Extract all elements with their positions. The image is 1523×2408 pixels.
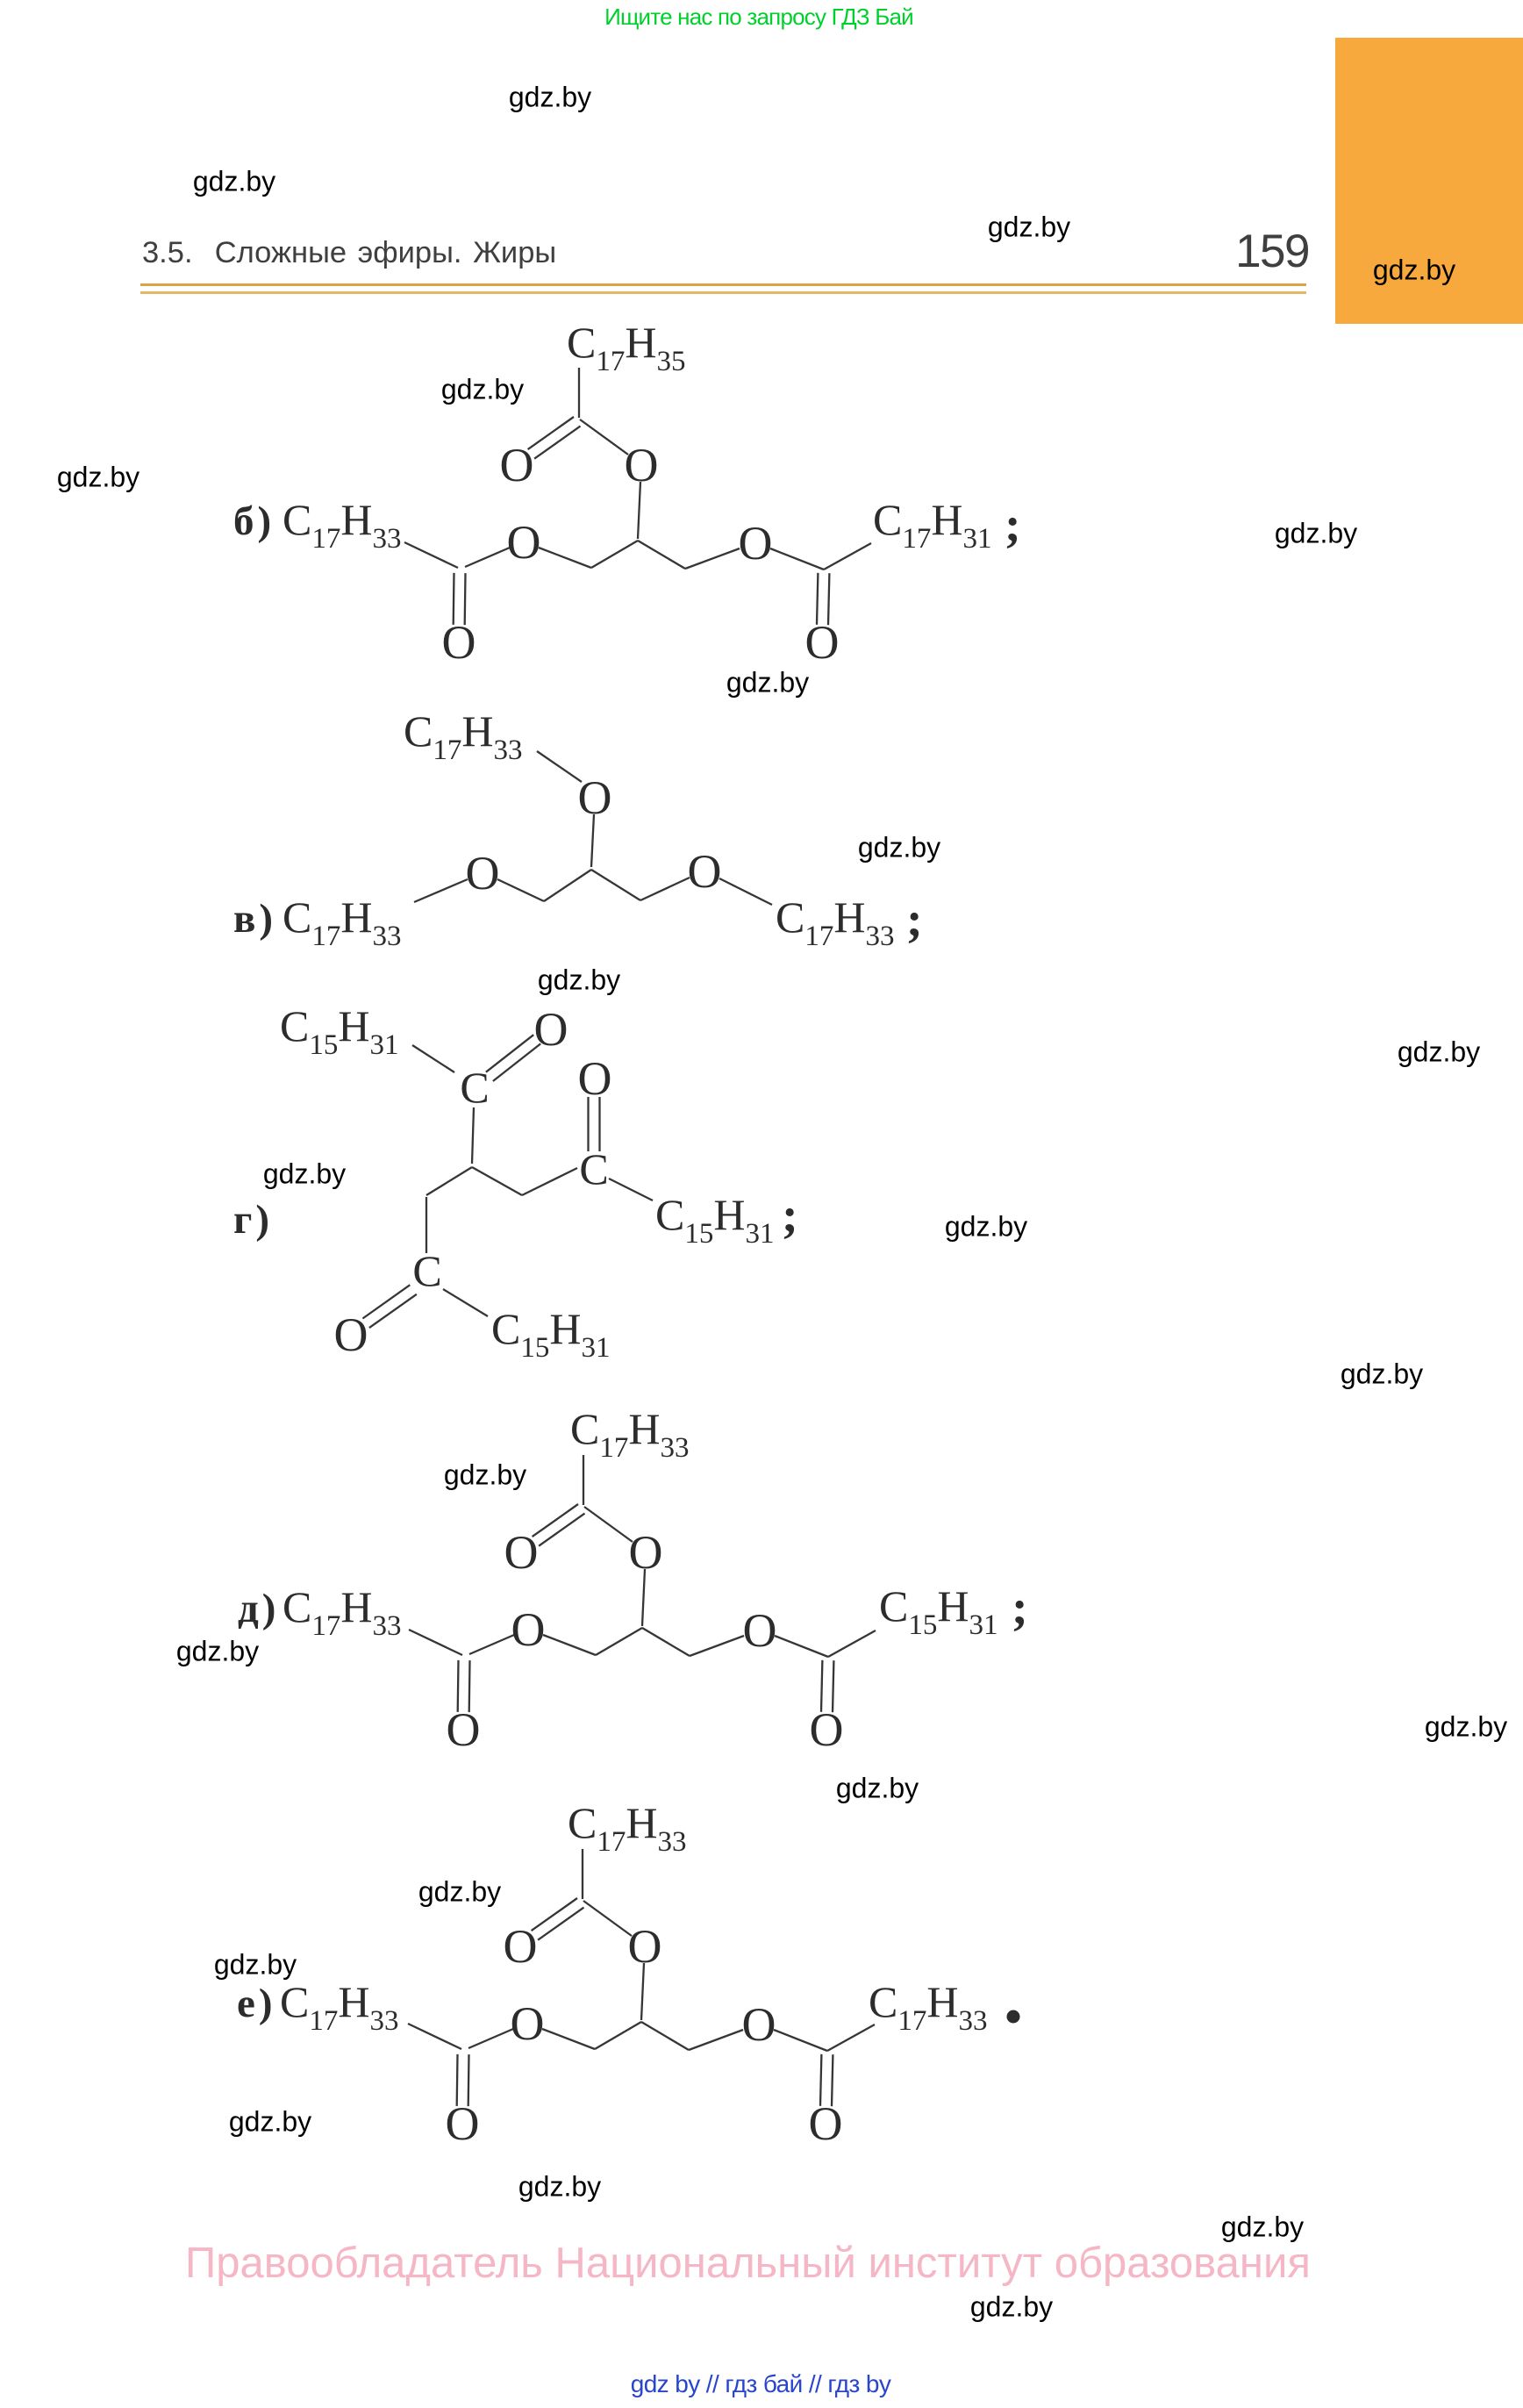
- svg-text:O: O: [334, 1308, 368, 1361]
- svg-text:б): б): [233, 498, 275, 544]
- svg-text:д): д): [238, 1586, 279, 1631]
- svg-text:C: C: [460, 1063, 489, 1112]
- svg-text:O: O: [578, 771, 612, 824]
- svg-text:O: O: [466, 847, 500, 899]
- svg-text:C17​H31​: C17​H31​: [873, 495, 991, 555]
- svg-text:C17​H33​: C17​H33​: [282, 892, 401, 952]
- svg-text:C: C: [579, 1144, 608, 1193]
- svg-text:O: O: [534, 1003, 568, 1056]
- svg-text:;: ;: [1012, 1580, 1028, 1635]
- svg-text:C15​H31​: C15​H31​: [491, 1304, 610, 1364]
- svg-text:O: O: [810, 1703, 844, 1756]
- svg-text:;: ;: [782, 1188, 798, 1243]
- svg-text:O: O: [500, 439, 534, 491]
- svg-text:O: O: [442, 616, 476, 669]
- svg-text:O: O: [739, 517, 773, 570]
- svg-text:O: O: [743, 1604, 777, 1657]
- svg-text:O: O: [578, 1052, 612, 1105]
- svg-text:;: ;: [1005, 498, 1021, 552]
- svg-text:O: O: [805, 616, 840, 669]
- svg-text:C17​H33​: C17​H33​: [570, 1404, 689, 1464]
- svg-text:O: O: [507, 516, 541, 569]
- svg-text:O: O: [511, 1997, 545, 2050]
- svg-text:O: O: [446, 2097, 480, 2150]
- svg-text:;: ;: [906, 892, 923, 947]
- svg-text:O: O: [504, 1920, 538, 1973]
- svg-text:C15​H31​: C15​H31​: [655, 1190, 774, 1250]
- svg-text:C17​H33​: C17​H33​: [869, 1977, 987, 2037]
- svg-text:O: O: [628, 1920, 662, 1973]
- svg-text:C15​H31​: C15​H31​: [280, 1001, 398, 1061]
- svg-text:C: C: [412, 1246, 441, 1295]
- svg-text:C17​H33​: C17​H33​: [280, 1977, 398, 2037]
- svg-text:е): е): [237, 1981, 276, 2026]
- svg-text:O: O: [629, 1526, 663, 1579]
- svg-text:C15​H31​: C15​H31​: [879, 1581, 997, 1641]
- svg-text:г): г): [233, 1197, 273, 1243]
- svg-text:O: O: [688, 845, 722, 898]
- svg-text:C17​H33​: C17​H33​: [282, 1582, 401, 1642]
- svg-text:O: O: [742, 1998, 776, 2051]
- svg-text:O: O: [625, 439, 659, 491]
- svg-text:O: O: [511, 1603, 546, 1656]
- svg-text:C17​H35​: C17​H35​: [567, 318, 685, 377]
- svg-text:O: O: [809, 2097, 843, 2150]
- svg-text:C17​H33​: C17​H33​: [776, 892, 894, 952]
- svg-text:в): в): [233, 896, 276, 942]
- svg-text:O: O: [504, 1526, 539, 1579]
- svg-text:O: O: [447, 1703, 481, 1756]
- svg-text:C17​H33​: C17​H33​: [568, 1798, 686, 1858]
- svg-text:C17​H33​: C17​H33​: [404, 706, 522, 766]
- svg-text:C17​H33​: C17​H33​: [282, 495, 401, 555]
